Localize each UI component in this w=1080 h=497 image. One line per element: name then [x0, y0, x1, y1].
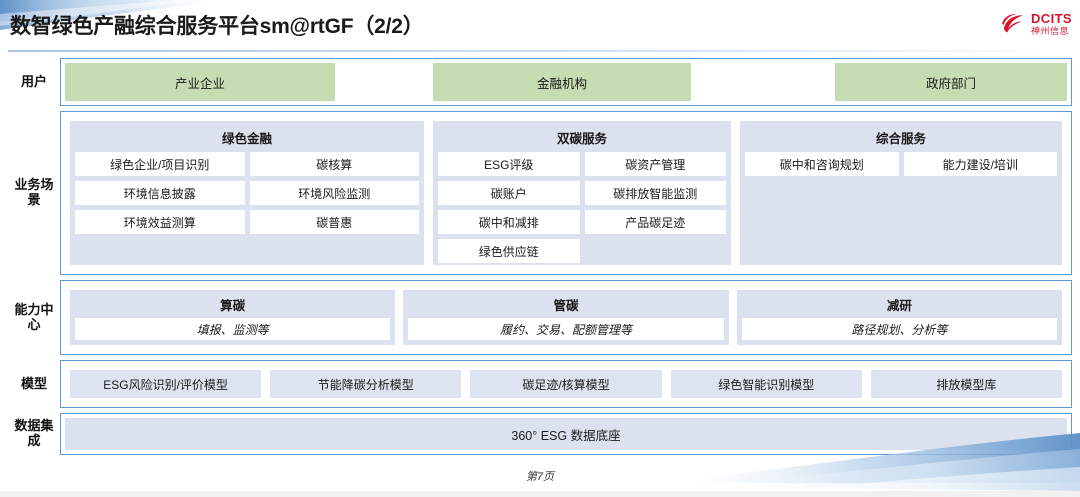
capability-group-desc[interactable]: 路径规划、分析等 — [741, 318, 1057, 340]
header-divider — [8, 50, 1072, 52]
scenario-tile[interactable]: 碳中和减排 — [438, 210, 580, 234]
scenario-tile[interactable]: 绿色企业/项目识别 — [75, 152, 245, 176]
user-box[interactable]: 金融机构 — [433, 63, 691, 101]
scenario-tile[interactable]: 绿色供应链 — [438, 239, 580, 263]
scenario-tile[interactable]: 碳普惠 — [249, 210, 419, 234]
capability-group-title: 算碳 — [220, 299, 246, 313]
model-box[interactable]: 排放模型库 — [870, 370, 1063, 398]
band-label-capability-center: 能力中 心 — [8, 280, 60, 355]
model-box[interactable]: ESG风险识别/评价模型 — [70, 370, 262, 398]
scenario-group-dual-carbon: 双碳服务 ESG评级 碳资产管理 碳账户 碳排放智能监测 碳中和减排 产品碳足迹… — [433, 121, 731, 265]
band-model: 模型 ESG风险识别/评价模型 节能降碳分析模型 碳足迹/核算模型 绿色智能识别… — [8, 360, 1072, 408]
scenario-group-comprehensive: 综合服务 碳中和咨询规划 能力建设/培训 — [740, 121, 1062, 265]
band-body-capability-center: 算碳 填报、监测等 管碳 履约、交易、配额管理等 减研 路径规划、分析等 — [60, 280, 1072, 355]
scenario-tile[interactable]: 碳账户 — [438, 181, 580, 205]
scenario-tile-placeholder — [585, 239, 727, 263]
capability-group-desc[interactable]: 填报、监测等 — [75, 318, 391, 340]
band-label-line2: 景 — [27, 192, 41, 207]
slide-header: 数智绿色产融综合服务平台sm@rtGF（2/2） DCITS 神州信息 — [0, 6, 1080, 52]
scenario-group-title: 绿色金融 — [221, 132, 272, 146]
scenario-tile[interactable]: 能力建设/培训 — [903, 152, 1057, 176]
data-foundation-box[interactable]: 360° ESG 数据底座 — [65, 418, 1067, 450]
scenario-tile[interactable]: 碳资产管理 — [584, 152, 726, 176]
scenario-tile[interactable]: 碳排放智能监测 — [584, 181, 726, 205]
capability-group-carbon-accounting: 算碳 填报、监测等 — [70, 290, 396, 345]
band-data-integration: 数据集 成 360° ESG 数据底座 — [8, 413, 1072, 455]
band-users: 用户 产业企业 金融机构 政府部门 — [8, 58, 1072, 106]
scenario-tile[interactable]: 环境风险监测 — [249, 181, 419, 205]
page-title: 数智绿色产融综合服务平台sm@rtGF（2/2） — [10, 15, 424, 38]
page-number-footer: 第7页 — [525, 471, 555, 483]
capability-group-title: 减研 — [886, 299, 912, 313]
band-label-line1: 数据集 — [14, 418, 54, 434]
band-label-data-integration: 数据集 成 — [8, 413, 60, 455]
logo-subtitle: 神州信息 — [1031, 26, 1070, 36]
capability-group-title: 管碳 — [553, 299, 579, 313]
scenario-group-green-finance: 绿色金融 绿色企业/项目识别 碳核算 环境信息披露 环境风险监测 环境效益测算 … — [70, 121, 424, 265]
band-label-model: 模型 — [20, 375, 47, 391]
capability-group-desc[interactable]: 履约、交易、配额管理等 — [408, 318, 724, 340]
band-label-line2: 心 — [27, 316, 41, 332]
band-label-line1: 能力中 — [14, 301, 54, 317]
user-box[interactable]: 产业企业 — [65, 63, 335, 101]
scenario-group-title: 综合服务 — [875, 132, 926, 146]
model-box[interactable]: 绿色智能识别模型 — [670, 370, 862, 398]
band-label-business-scenarios: 业务场 景 — [8, 111, 60, 275]
band-capability-center: 能力中 心 算碳 填报、监测等 管碳 履约、交易、配额管理等 减研 — [8, 280, 1072, 355]
band-label-line2: 成 — [27, 433, 41, 448]
model-box[interactable]: 节能降碳分析模型 — [270, 370, 462, 398]
user-gap — [691, 63, 835, 101]
logo-name: DCITS — [1031, 11, 1072, 26]
band-label-line1: 业务场 — [14, 177, 54, 193]
architecture-grid: 用户 产业企业 金融机构 政府部门 业务场 景 — [8, 58, 1072, 455]
user-box[interactable]: 政府部门 — [835, 63, 1067, 101]
band-body-business-scenarios: 绿色金融 绿色企业/项目识别 碳核算 环境信息披露 环境风险监测 环境效益测算 … — [60, 111, 1072, 275]
band-body-data-integration: 360° ESG 数据底座 — [60, 413, 1072, 455]
capability-group-reduction-research: 减研 路径规划、分析等 — [736, 290, 1062, 345]
scenario-tile[interactable]: 碳核算 — [249, 152, 419, 176]
brand-logo: DCITS 神州信息 — [1001, 12, 1072, 36]
scenario-tile[interactable]: ESG评级 — [438, 152, 580, 176]
band-label-users: 用户 — [20, 73, 47, 89]
band-body-users: 产业企业 金融机构 政府部门 — [60, 58, 1072, 106]
capability-group-carbon-management: 管碳 履约、交易、配额管理等 — [403, 290, 729, 345]
band-body-model: ESG风险识别/评价模型 节能降碳分析模型 碳足迹/核算模型 绿色智能识别模型 … — [60, 360, 1072, 408]
scenario-tile[interactable]: 环境信息披露 — [75, 181, 245, 205]
dcits-swoosh-logo-icon — [1002, 13, 1024, 33]
band-business-scenarios: 业务场 景 绿色金融 绿色企业/项目识别 碳核算 环境信息披露 环境风险监测 环 — [8, 111, 1072, 275]
scenario-group-title: 双碳服务 — [556, 132, 607, 146]
scenario-tile[interactable]: 碳中和咨询规划 — [745, 152, 899, 176]
user-gap — [335, 63, 433, 101]
bottom-bar — [0, 491, 1080, 497]
scenario-tile[interactable]: 环境效益测算 — [75, 210, 245, 234]
model-box[interactable]: 碳足迹/核算模型 — [470, 370, 662, 398]
scenario-tile[interactable]: 产品碳足迹 — [584, 210, 726, 234]
